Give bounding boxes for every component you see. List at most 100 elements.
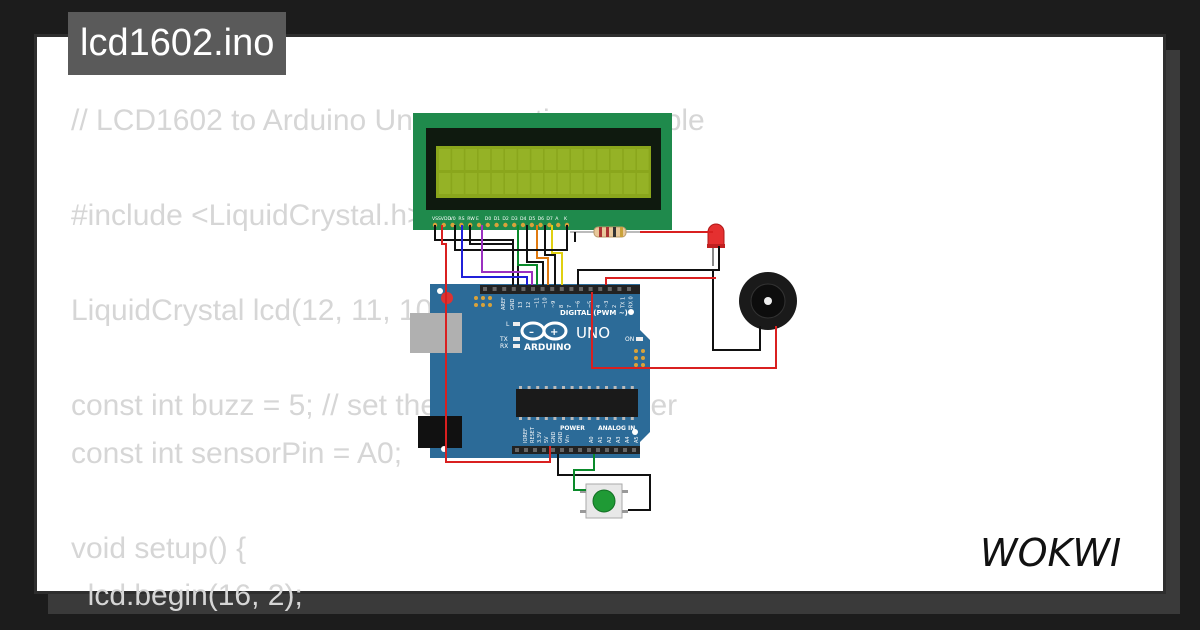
lcd-cell (491, 149, 504, 170)
lcd-cell (518, 173, 530, 194)
digital-label: DIGITAL (PWM ~) (560, 309, 628, 317)
lcd-pin-label: RS (458, 216, 464, 222)
pin-hole (542, 448, 546, 452)
gnd-label: GND (510, 298, 516, 310)
push-button[interactable] (580, 483, 628, 519)
lcd-cell (465, 149, 477, 170)
digital-pin-label: ~6 (575, 301, 581, 308)
power-pin-label: RESET (530, 426, 536, 443)
lcd-character-grid (439, 149, 649, 194)
lcd-pin-label: D5 (529, 216, 536, 222)
pin-hole (598, 287, 603, 291)
l-led-label: L (506, 321, 510, 328)
lcd-cell (571, 173, 583, 194)
lcd-cell (610, 173, 623, 194)
pin-hole (578, 448, 582, 452)
lcd-cell (571, 149, 583, 170)
lcd-cell (465, 173, 477, 194)
pin-hole (627, 287, 631, 291)
pin-hole (560, 448, 564, 452)
digital-pin-label: ~3 (604, 301, 610, 308)
analog-label: ANALOG IN (598, 425, 635, 432)
digital-pin-label: 4 (596, 305, 602, 308)
digital-pin-label: 2 (612, 305, 618, 308)
lcd-cell (491, 173, 504, 194)
lcd-cell (478, 173, 491, 194)
lcd-cell (439, 149, 451, 170)
digital-pin-label: 13 (518, 302, 524, 308)
pin-hole (551, 448, 555, 452)
lcd-pin-label: D4 (520, 216, 527, 222)
lcd-cell (597, 149, 609, 170)
lcd-cell (584, 173, 596, 194)
lcd-pin (503, 222, 508, 228)
lcd-cell (584, 149, 596, 170)
pin-hole (483, 287, 487, 291)
pin-hole (623, 448, 627, 452)
file-tab[interactable]: lcd1602.ino (68, 12, 287, 75)
lcd-pin-label: D6 (538, 216, 545, 222)
lcd-pin-label: D2 (502, 216, 509, 222)
lcd-pin (512, 222, 517, 228)
analog-pin-label: A3 (616, 436, 622, 443)
power-label: POWER (560, 425, 585, 432)
lcd-cell (557, 173, 570, 194)
pin-hole (614, 448, 618, 452)
analog-pin-label: A0 (589, 436, 595, 443)
pin-hole (587, 448, 591, 452)
lcd-pin (494, 222, 499, 228)
digital-pin-label: RX 0 (629, 296, 635, 308)
lcd-pin-label: V0 (450, 216, 456, 222)
pin-hole (607, 287, 612, 291)
lcd-cell (623, 149, 636, 170)
digital-pin-holes (483, 287, 631, 291)
power-analog-header (512, 446, 640, 454)
pin-hole (550, 287, 555, 291)
lcd-cell (557, 149, 570, 170)
lcd-cell (597, 173, 609, 194)
lcd-pin-label: A (555, 216, 559, 222)
pin-hole (515, 448, 519, 452)
pin-hole (540, 287, 545, 291)
pin-hole (524, 448, 528, 452)
pin-hole (533, 448, 537, 452)
lcd-cell (637, 173, 649, 194)
pin-hole (579, 287, 583, 291)
digital-pin-label: TX 1 (620, 297, 626, 309)
code-line: void setup() { (71, 531, 247, 565)
lcd-cell (505, 149, 517, 170)
lcd-cell (478, 149, 491, 170)
pin-hole (559, 287, 564, 291)
red-led[interactable] (707, 223, 725, 270)
analog-pin-label: A4 (625, 436, 631, 443)
digital-pin-label: ~5 (588, 301, 594, 308)
power-pin-label: IOREF (523, 428, 529, 443)
pin-hole (596, 448, 600, 452)
pin-hole (569, 287, 574, 291)
analog-pin-label: A5 (634, 436, 640, 443)
arduino-model-text: UNO (576, 324, 610, 342)
pin-hole (617, 287, 622, 291)
pin-hole (521, 287, 526, 291)
lcd-cell (439, 173, 451, 194)
power-pin-label: GND (551, 431, 557, 443)
lcd-pin-label: RW (467, 216, 475, 222)
usb-port (410, 313, 462, 353)
lcd-pin (538, 222, 543, 228)
pin-hole (492, 287, 497, 291)
buzzer[interactable] (739, 272, 797, 330)
pin-hole (531, 287, 535, 291)
wires (434, 225, 777, 511)
lcd-cell (637, 149, 649, 170)
on-led-label: ON (625, 336, 634, 343)
lcd-pin-label: D7 (546, 216, 553, 222)
digital-pin-label: ~10 (543, 297, 549, 308)
resistor[interactable] (570, 226, 640, 238)
lcd-cell (531, 149, 543, 170)
lcd-pin (556, 222, 561, 228)
lcd-pin-label: D1 (494, 216, 501, 222)
